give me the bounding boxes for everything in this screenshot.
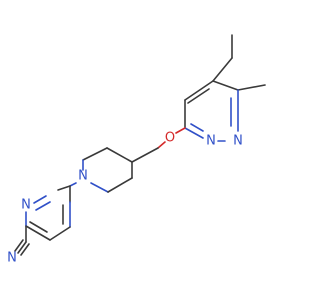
pyridine-bond-c4-c3	[49, 226, 71, 241]
nitrile-triple-bond-line-2	[14, 239, 24, 252]
pyridazine-bond-c3-n2	[184, 127, 204, 139]
piperidine-bond-c3-c2	[82, 147, 108, 161]
pyridazine-double-bond-c5-c6	[187, 88, 210, 104]
pyridazine-nitrogen-1-label: N	[233, 134, 243, 149]
pyridine-nitrogen-label: N	[21, 198, 31, 213]
piperidine-ring	[82, 147, 133, 193]
oxygen-ch2-bond	[157, 141, 166, 149]
ether-oxygen-label: O	[165, 131, 175, 146]
nitrile-triple-bond-line-3	[20, 243, 30, 256]
pyridine-double-bond-c3-c2	[29, 221, 48, 233]
piperidine-nitrogen-label: N	[78, 169, 88, 184]
pyridazine-bond-c4-c5	[212, 80, 239, 91]
n-pyridine-bond	[69, 182, 77, 187]
pyridazine-ring	[184, 80, 239, 142]
nitrile-nitrogen-label: N	[7, 251, 17, 266]
pyridine-double-bond-n1-c6	[35, 201, 51, 211]
nitrile-triple-bond-line-1	[17, 241, 27, 254]
pyridazine-nitrogen-2-label: N	[206, 134, 216, 149]
molecule-structure-diagram: N N O N N N	[7, 34, 266, 266]
methyl-ring-bond	[237, 84, 266, 91]
ether-linker	[131, 127, 186, 163]
atom-labels: N N O N N N	[7, 131, 243, 266]
piperidine-bond-c4-c3	[106, 147, 133, 163]
pyridazine-bond-c5-c6	[184, 80, 214, 101]
nitrile-group	[14, 225, 30, 256]
pyridine-bond-c3-c2	[25, 225, 51, 241]
pyridine-ring	[25, 185, 71, 241]
ring-oxygen-bond	[175, 127, 186, 134]
substituent-bonds	[212, 34, 266, 91]
ethyl-ch2-ring-bond	[212, 57, 233, 82]
pyridine-bond-c6-n	[57, 185, 71, 191]
piperidine-bond-n-c6	[90, 182, 109, 193]
pyridine-bond-n1-c6	[33, 195, 47, 204]
ch2-piperidine-bond	[131, 147, 159, 163]
piperidine-bond-c6-c5	[107, 177, 133, 193]
pyridazine-double-bond-c3-n2	[190, 123, 204, 132]
